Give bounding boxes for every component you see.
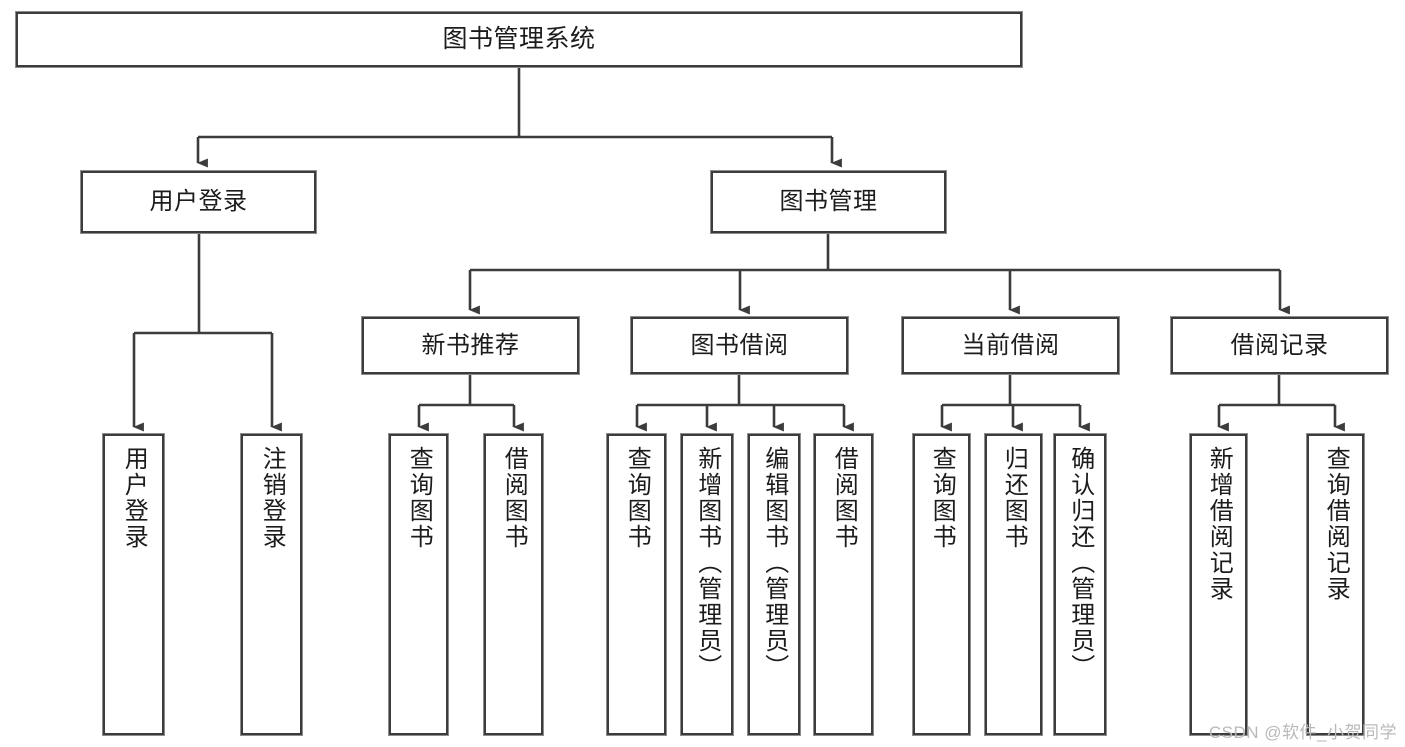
leaf-query-book[interactable]: 查询图书 (607, 434, 666, 735)
leaf-label: 新增借阅记录 (1205, 446, 1233, 602)
leaf-add-borrow-record[interactable]: 新增借阅记录 (1190, 434, 1247, 735)
node-root-label: 图书管理系统 (442, 25, 596, 54)
leaf-label: 归还图书 (1000, 446, 1028, 550)
node-borrow-record[interactable]: 借阅记录 (1171, 317, 1388, 374)
leaf-label: 确认归还（管理员） (1066, 446, 1094, 680)
node-book-management-label: 图书管理 (779, 188, 878, 216)
leaf-label: 借阅图书 (830, 446, 858, 550)
node-user-login-label: 用户登录 (149, 188, 248, 216)
node-new-book-recommend-label: 新书推荐 (421, 331, 520, 359)
node-book-management[interactable]: 图书管理 (711, 171, 946, 233)
leaf-borrow-book-recommend[interactable]: 借阅图书 (484, 434, 543, 735)
leaf-label: 注销登录 (258, 446, 286, 550)
node-root[interactable]: 图书管理系统 (16, 12, 1022, 67)
leaf-label: 查询图书 (623, 446, 651, 550)
leaf-label: 借阅图书 (500, 446, 528, 550)
leaf-query-book-recommend[interactable]: 查询图书 (389, 434, 448, 735)
node-new-book-recommend[interactable]: 新书推荐 (362, 317, 579, 374)
leaf-label: 编辑图书（管理员） (760, 446, 788, 680)
leaf-user-login[interactable]: 用户登录 (103, 434, 164, 735)
leaf-add-book-admin[interactable]: 新增图书（管理员） (681, 434, 733, 735)
leaf-logout[interactable]: 注销登录 (241, 434, 302, 735)
watermark: CSDN @软件_小贺同学 (1208, 723, 1397, 742)
node-user-login[interactable]: 用户登录 (81, 171, 316, 233)
leaf-label: 查询图书 (928, 446, 956, 550)
node-current-borrow-label: 当前借阅 (961, 331, 1060, 359)
node-book-borrow[interactable]: 图书借阅 (631, 317, 848, 374)
leaf-borrow-book[interactable]: 借阅图书 (814, 434, 873, 735)
node-current-borrow[interactable]: 当前借阅 (902, 317, 1119, 374)
leaf-label: 查询借阅记录 (1322, 446, 1350, 602)
leaf-return-book[interactable]: 归还图书 (985, 434, 1042, 735)
leaf-query-book-current[interactable]: 查询图书 (913, 434, 970, 735)
leaf-label: 新增图书（管理员） (693, 446, 721, 680)
node-book-borrow-label: 图书借阅 (690, 331, 789, 359)
node-borrow-record-label: 借阅记录 (1230, 331, 1329, 359)
leaf-edit-book-admin[interactable]: 编辑图书（管理员） (748, 434, 800, 735)
leaf-label: 用户登录 (120, 446, 148, 550)
leaf-label: 查询图书 (405, 446, 433, 550)
leaf-confirm-return-admin[interactable]: 确认归还（管理员） (1054, 434, 1106, 735)
leaf-query-borrow-record[interactable]: 查询借阅记录 (1307, 434, 1364, 735)
